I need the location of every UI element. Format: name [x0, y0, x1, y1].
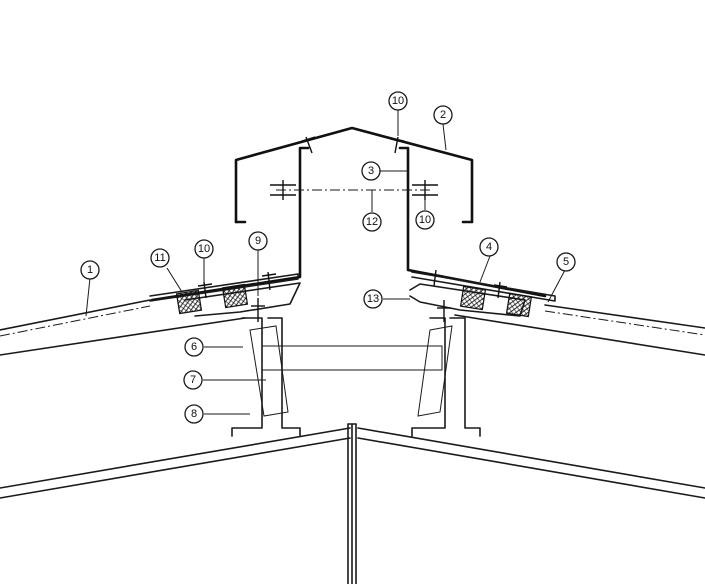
ridge-cap [234, 126, 474, 224]
callout-4: 4 [479, 237, 499, 257]
callout-3: 3 [361, 161, 381, 181]
roof-panel-left [0, 299, 246, 356]
centre-post [347, 423, 357, 584]
fastener-ridge-left [301, 136, 316, 154]
fastener-tie-right [412, 180, 438, 200]
callout-5: 5 [556, 252, 576, 272]
svg-text:10: 10 [198, 243, 210, 255]
svg-text:12: 12 [366, 216, 378, 228]
svg-text:2: 2 [440, 109, 446, 121]
callout-1: 1 [80, 260, 100, 280]
svg-text:4: 4 [486, 241, 492, 253]
svg-text:10: 10 [419, 214, 431, 226]
inner-closure-left [150, 146, 310, 302]
svg-text:3: 3 [368, 165, 374, 177]
svg-text:11: 11 [154, 252, 165, 264]
foam-filler-left [175, 283, 249, 315]
purlin-left [231, 317, 301, 437]
fastener-right-1 [429, 269, 443, 287]
callout-12: 12 [362, 212, 382, 232]
svg-text:6: 6 [191, 341, 197, 353]
callout-10-right: 10 [415, 210, 435, 230]
callout-13: 13 [363, 289, 383, 309]
svg-text:10: 10 [392, 95, 404, 107]
svg-text:8: 8 [191, 408, 197, 420]
svg-text:13: 13 [367, 293, 379, 305]
fastener-right-3 [437, 300, 451, 322]
callout-9: 9 [248, 231, 268, 251]
svg-text:1: 1 [87, 264, 93, 276]
support-bracket-left [184, 282, 301, 317]
leader-lines [85, 110, 566, 415]
fastener-tie-left [270, 180, 296, 200]
foam-filler-right [459, 285, 533, 318]
rafter-right [357, 427, 705, 499]
roof-panel-right [454, 304, 705, 356]
rafter-left [0, 427, 351, 499]
tie-beam [261, 345, 443, 371]
callout-8: 8 [184, 404, 204, 424]
callout-6: 6 [184, 337, 204, 357]
callout-10-left: 10 [194, 239, 214, 259]
fastener-left-1 [197, 281, 213, 299]
callout-7: 7 [183, 370, 203, 390]
svg-text:7: 7 [190, 374, 196, 386]
svg-text:5: 5 [563, 256, 569, 268]
fastener-left-3 [251, 298, 265, 322]
callout-11: 11 [150, 248, 170, 268]
callout-2: 2 [433, 105, 453, 125]
purlin-right [411, 317, 481, 437]
callout-10-top: 10 [388, 91, 408, 111]
support-bracket-right [409, 283, 526, 317]
fastener-left-2 [261, 271, 277, 291]
svg-text:9: 9 [255, 235, 261, 247]
fastener-right-2 [493, 281, 508, 299]
fastener-ridge-right [391, 136, 405, 154]
